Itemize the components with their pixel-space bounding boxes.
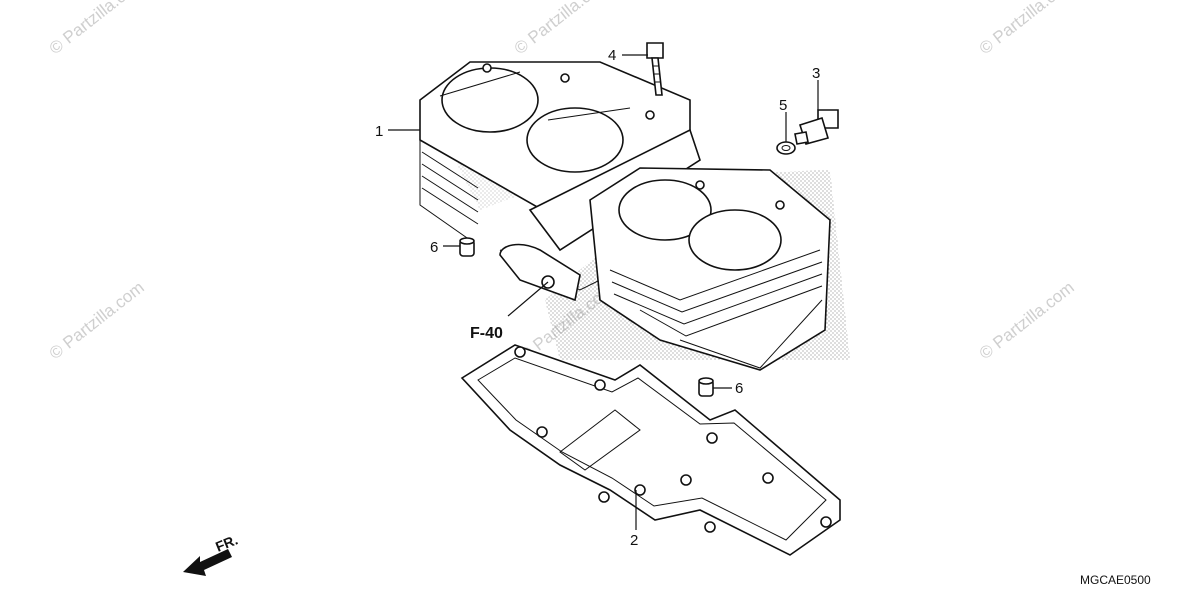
diagram-code: MGCAE0500 bbox=[1080, 573, 1151, 587]
watermark-text: © Partzilla.com bbox=[976, 0, 1078, 58]
callout-6-lower: 6 bbox=[735, 380, 743, 397]
callout-4: 4 bbox=[608, 47, 616, 64]
cylinder-block bbox=[419, 61, 831, 371]
watermark-text: © Partzilla.com bbox=[511, 0, 613, 58]
watermark-text: © Partzilla.com bbox=[976, 278, 1078, 364]
reference-label: F-40 bbox=[470, 325, 503, 342]
watermark-text: © Partzilla.com bbox=[46, 0, 148, 58]
callout-1: 1 bbox=[375, 123, 383, 140]
leader-lines bbox=[388, 54, 819, 530]
front-label: FR. bbox=[213, 531, 240, 554]
watermark-text: © Partzilla.com bbox=[46, 278, 148, 364]
dowel-pin-upper bbox=[459, 237, 475, 257]
callout-2: 2 bbox=[630, 532, 638, 549]
front-direction-indicator: FR. bbox=[183, 531, 240, 576]
temperature-sensor-part bbox=[794, 109, 839, 145]
bolt-part bbox=[646, 42, 664, 96]
dowel-pin-lower bbox=[698, 377, 714, 397]
cylinder-gasket-part bbox=[460, 344, 841, 556]
callout-3: 3 bbox=[812, 65, 820, 82]
front-arrow-icon bbox=[183, 549, 232, 576]
washer-part bbox=[776, 141, 796, 155]
callout-5: 5 bbox=[779, 97, 787, 114]
callout-labels: 1 4 3 5 6 6 2 bbox=[375, 47, 820, 549]
callout-6-upper: 6 bbox=[430, 239, 438, 256]
